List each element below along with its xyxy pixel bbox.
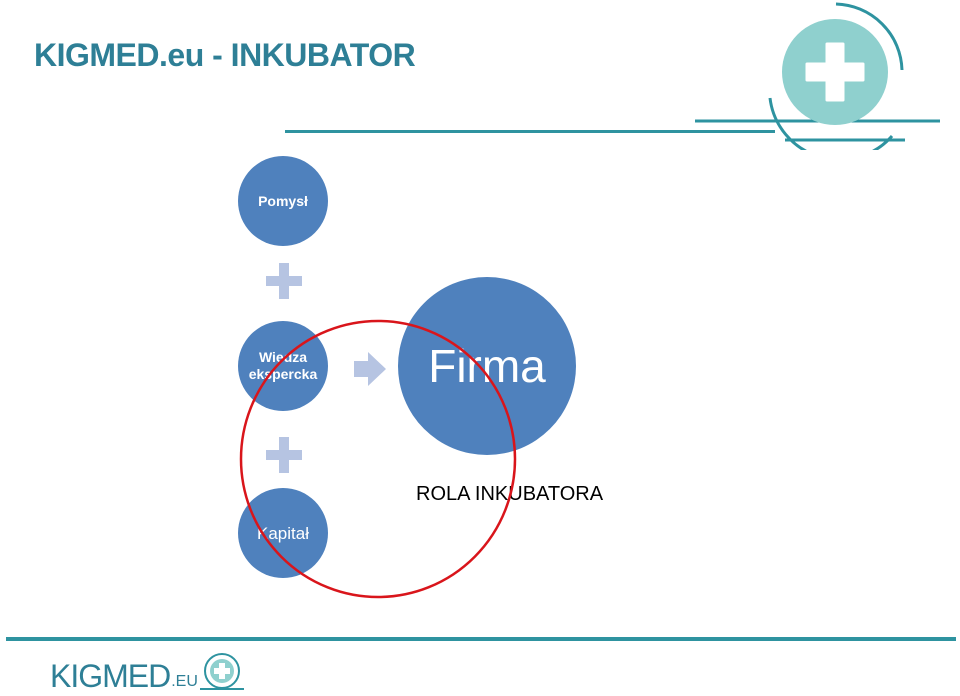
footer-logo: KIGMED .EU <box>50 650 244 694</box>
header-divider <box>285 130 775 133</box>
node-firma: Firma <box>398 277 576 455</box>
node-kapital: Kapitał <box>238 488 328 578</box>
node-kapital-label: Kapitał <box>257 523 309 543</box>
medical-cross-logo-icon <box>695 2 940 150</box>
page-title: KIGMED.eu - INKUBATOR <box>34 37 416 73</box>
arrow-right-icon <box>354 352 386 386</box>
node-pomysl: Pomysł <box>238 156 328 246</box>
plus-icon <box>266 437 302 473</box>
plus-icon <box>266 263 302 299</box>
footer-divider <box>6 637 956 641</box>
node-wiedza-ekspercka: Wiedza ekspercka <box>238 321 328 411</box>
node-wiedza-label-line2: ekspercka <box>248 366 318 382</box>
node-wiedza-label-line1: Wiedza <box>258 349 308 365</box>
node-pomysl-label: Pomysł <box>258 192 308 209</box>
medical-cross-icon <box>199 653 244 690</box>
node-firma-label: Firma <box>428 340 546 392</box>
annotation-rola-inkubatora: ROLA INKUBATORA <box>416 483 604 505</box>
footer-logo-text: KIGMED <box>50 658 171 694</box>
footer-logo-suffix: .EU <box>171 673 198 690</box>
